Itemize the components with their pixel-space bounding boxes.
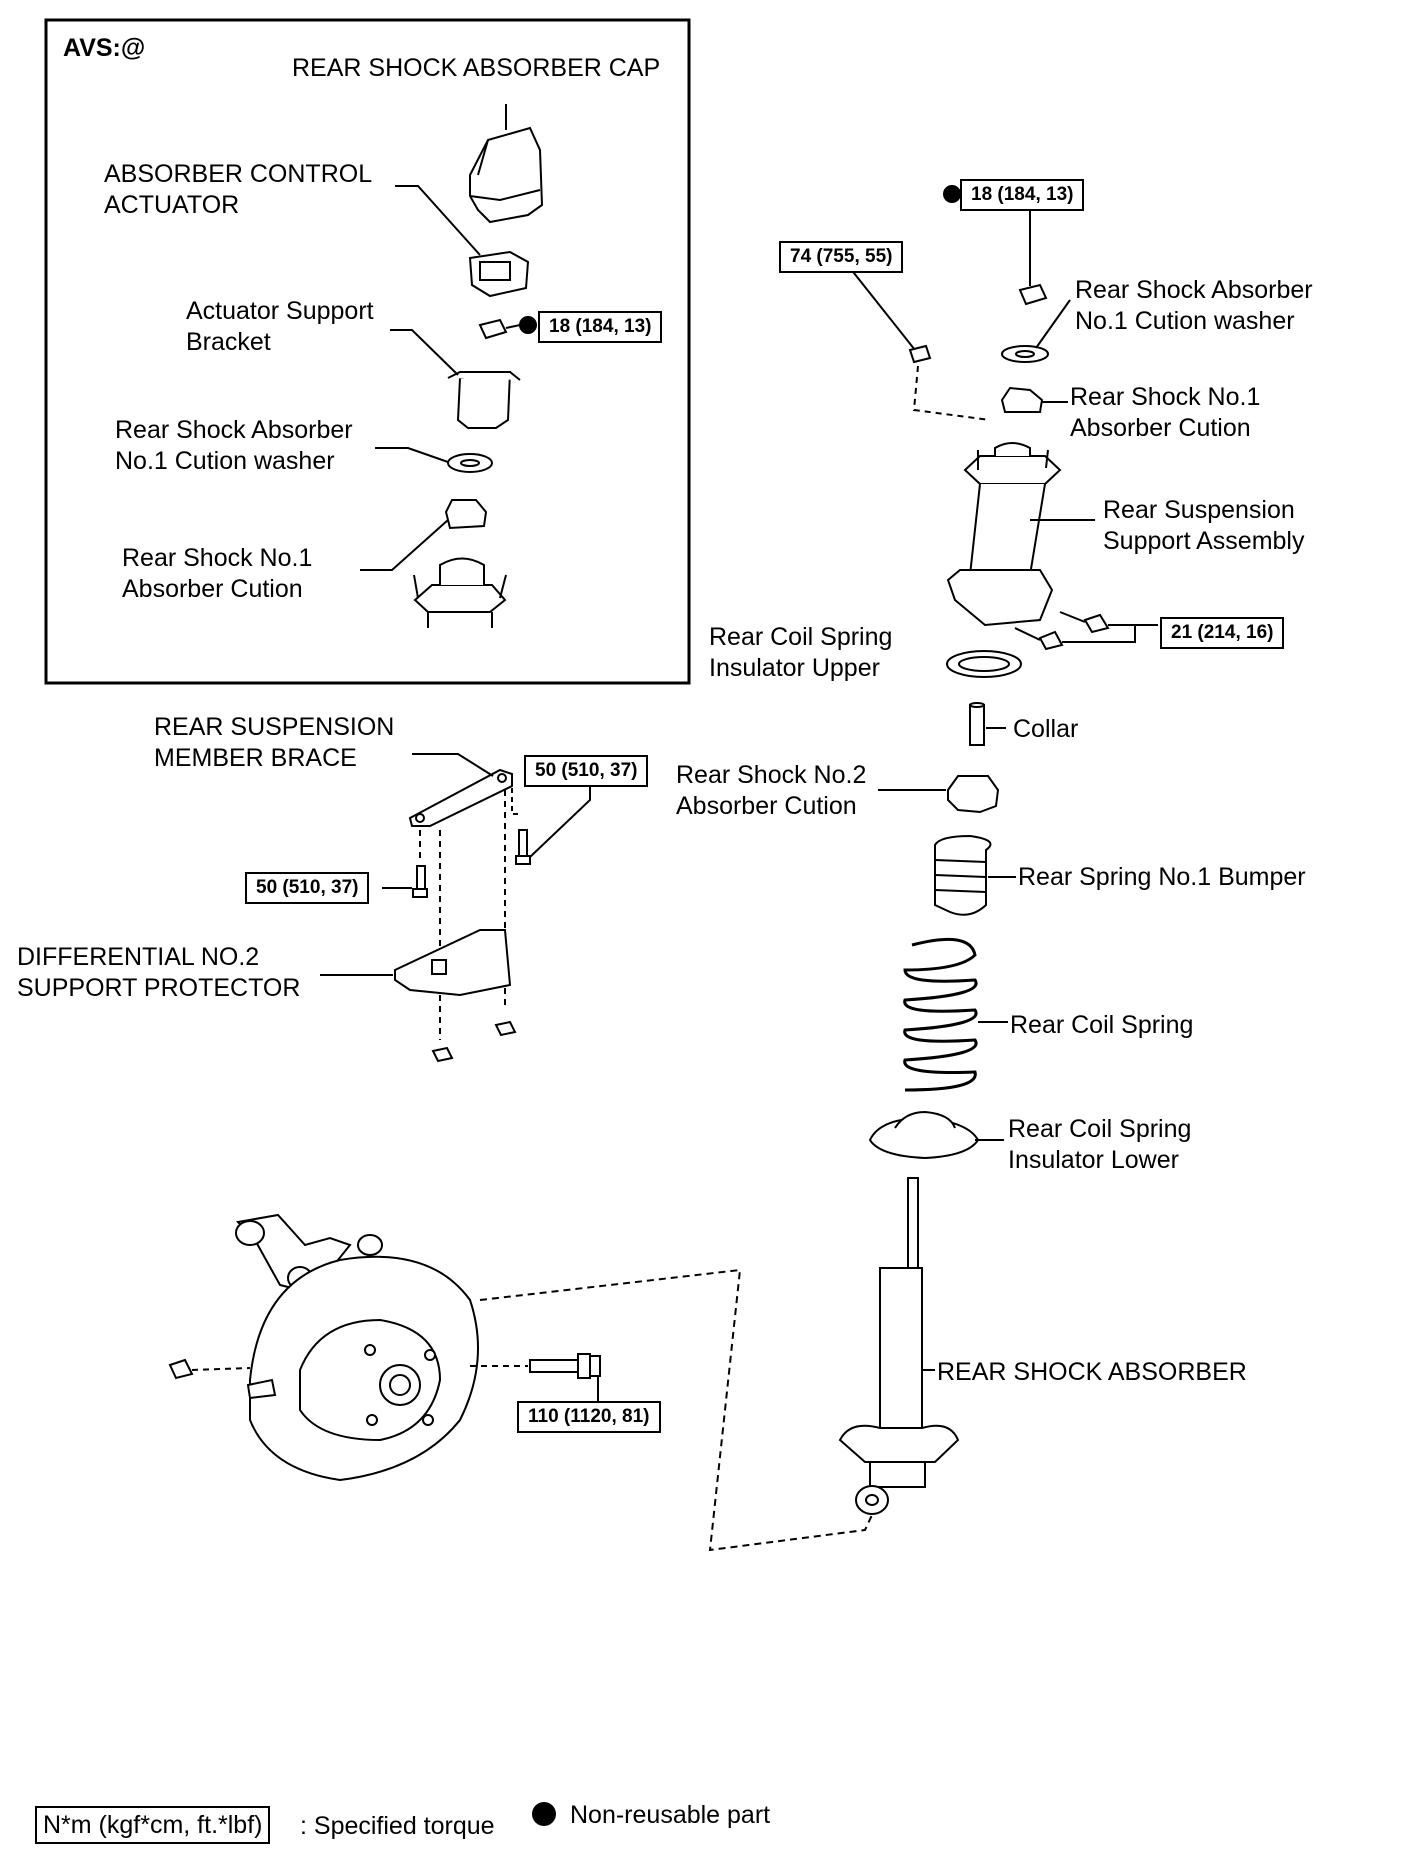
inset-title: AVS:@	[63, 34, 146, 62]
torque-hub-bolt: 110 (1120, 81)	[517, 1401, 661, 1433]
inset-cap-label: REAR SHOCK ABSORBER CAP	[292, 54, 661, 82]
legend-unit-box: N*m (kgf*cm, ft.*lbf)	[35, 1806, 271, 1844]
main-nonreusable-dot	[943, 185, 961, 203]
torque-side-nut: 74 (755, 55)	[779, 241, 904, 273]
support-bolts-part	[1014, 611, 1110, 651]
hub-bolt-part	[529, 1353, 601, 1379]
brace-bolt-right-part	[515, 829, 531, 865]
protector-part	[394, 929, 512, 997]
coil-spring-label: Rear Coil Spring	[1010, 1011, 1194, 1039]
torque-brace-right: 50 (510, 37)	[524, 755, 649, 787]
washer-part	[1001, 345, 1049, 363]
inset-washer-label: Rear Shock Absorber No.1 Cution washer	[115, 416, 353, 475]
bumper-label: Rear Spring No.1 Bumper	[1018, 863, 1306, 891]
insulator-upper-label: Rear Coil Spring Insulator Upper	[709, 623, 893, 682]
inset-washer-part	[447, 453, 493, 473]
inset-nonreusable-dot	[519, 316, 537, 334]
torque-brace-left: 50 (510, 37)	[245, 872, 370, 904]
legend-unit-text: : Specified torque	[300, 1812, 495, 1840]
insulator-upper-part	[946, 650, 1022, 678]
inset-actuator-label: ABSORBER CONTROL ACTUATOR	[104, 160, 373, 219]
inset-bracket-part	[447, 370, 521, 429]
legend-nonreusable-text: Non-reusable part	[570, 1801, 771, 1829]
inset-actuator-part	[468, 250, 530, 298]
coil-spring-part	[903, 937, 978, 1092]
torque-support-bolts: 21 (214, 16)	[1160, 617, 1285, 649]
collar-part	[969, 702, 985, 746]
brace-label: REAR SUSPENSION MEMBER BRACE	[154, 713, 395, 772]
cushion1-part	[1000, 386, 1044, 413]
insulator-lower-part	[868, 1110, 980, 1160]
inset-cap-part	[469, 126, 544, 224]
inset-nut-part	[478, 318, 508, 340]
torque-top-nut: 18 (184, 13)	[960, 179, 1085, 211]
support-assembly-part	[946, 442, 1062, 627]
inset-cushion-label: Rear Shock No.1 Absorber Cution	[122, 544, 313, 603]
washer-label: Rear Shock Absorber No.1 Cution washer	[1075, 276, 1313, 335]
protector-nuts-part	[431, 1020, 517, 1063]
insulator-lower-label: Rear Coil Spring Insulator Lower	[1008, 1115, 1192, 1174]
cushion2-part	[947, 775, 1000, 814]
side-nut-part	[908, 344, 932, 364]
top-nut-part	[1018, 283, 1048, 306]
legend-nonreusable-dot	[532, 1802, 556, 1826]
support-label: Rear Suspension Support Assembly	[1103, 496, 1305, 555]
collar-label: Collar	[1013, 715, 1079, 743]
inset-frame	[44, 18, 691, 685]
shock-absorber-part	[838, 1177, 960, 1515]
cushion1-label: Rear Shock No.1 Absorber Cution	[1070, 383, 1261, 442]
inset-torque-nut: 18 (184, 13)	[538, 311, 663, 343]
inset-bracket-label: Actuator Support Bracket	[186, 297, 374, 356]
inset-support-part	[413, 557, 507, 628]
cushion2-label: Rear Shock No.2 Absorber Cution	[676, 761, 867, 820]
hub-nut-part	[168, 1358, 194, 1380]
inset-cushion-part	[444, 499, 488, 530]
member-brace-part	[408, 768, 513, 827]
protector-label: DIFFERENTIAL NO.2 SUPPORT PROTECTOR	[17, 943, 301, 1002]
shock-label: REAR SHOCK ABSORBER	[937, 1358, 1247, 1386]
brace-bolt-left-part	[412, 865, 428, 898]
knuckle-hub-part	[235, 1213, 479, 1482]
bumper-part	[934, 834, 992, 916]
